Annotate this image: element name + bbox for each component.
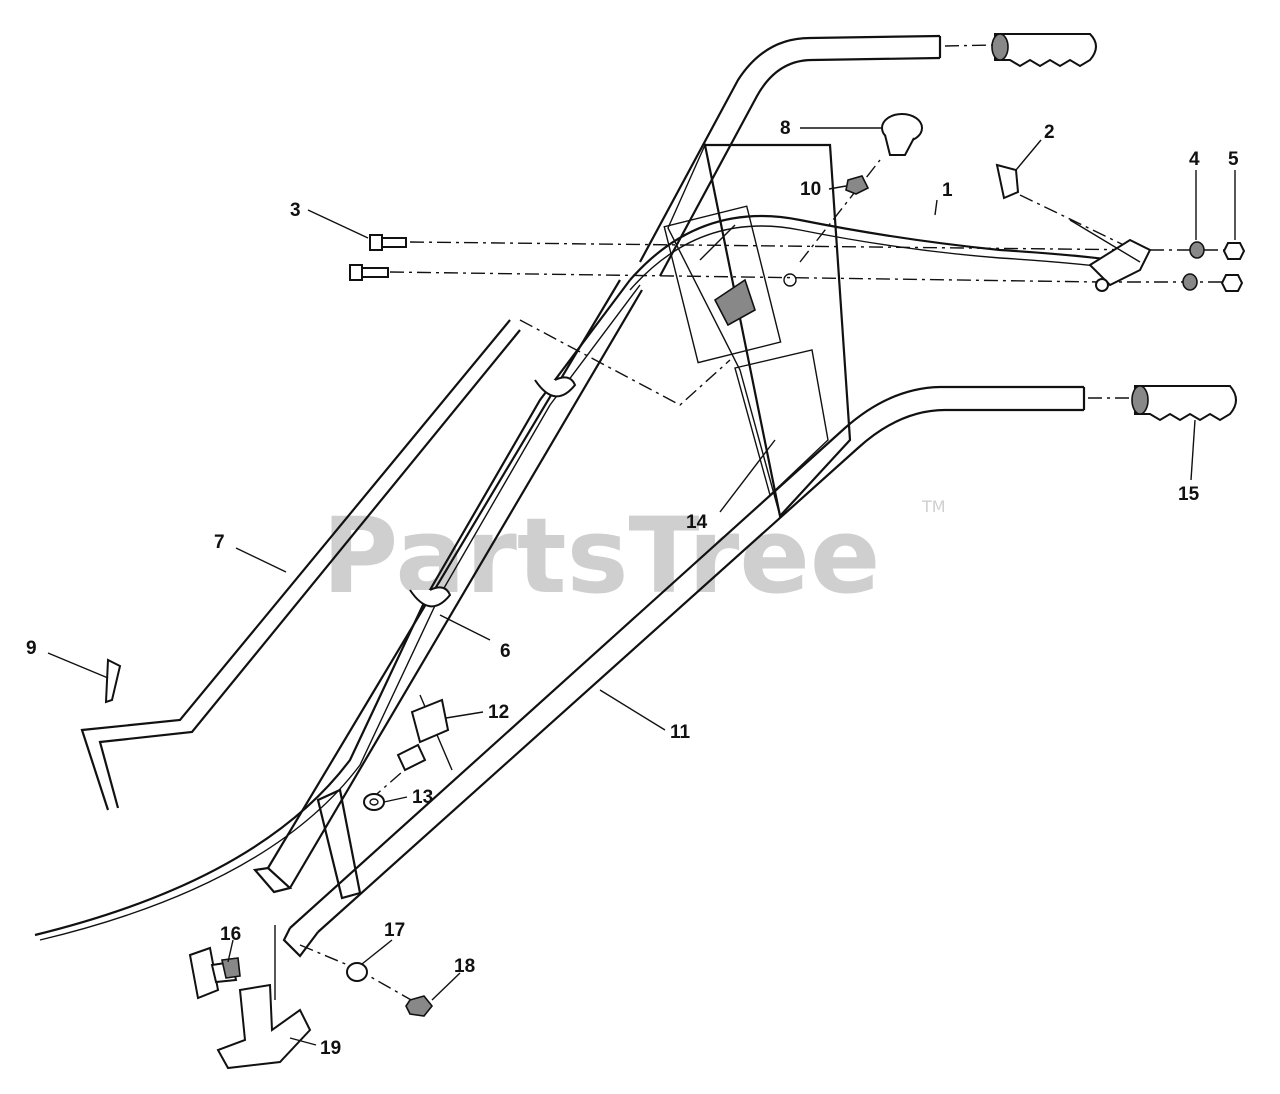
bracket-plate — [316, 788, 362, 900]
knob — [881, 113, 923, 156]
callout-3: 3 — [290, 200, 301, 221]
wing-bolt — [396, 694, 453, 772]
throttle-cable — [629, 214, 1129, 291]
callout-11: 11 — [670, 722, 691, 743]
cable-clips — [409, 376, 577, 608]
grip-upper — [991, 33, 1097, 68]
screws-3 — [349, 234, 407, 281]
callout-12: 12 — [488, 702, 509, 723]
callout-17: 17 — [384, 920, 405, 941]
watermark-tm: TM — [921, 497, 946, 516]
nuts-4-5 — [1182, 241, 1246, 292]
callout-13: 13 — [412, 787, 433, 808]
nut-10 — [845, 175, 870, 195]
control-panel — [663, 142, 852, 519]
callout-18: 18 — [454, 956, 475, 977]
callout-15: 15 — [1178, 484, 1200, 505]
grip-lower — [1131, 385, 1237, 422]
bracket-19 — [216, 925, 312, 1070]
hairpin-clip — [104, 658, 122, 704]
upper-handle-tube — [639, 34, 942, 277]
long-cable — [34, 279, 641, 941]
nut-18 — [405, 995, 434, 1017]
callout-labels: 1 2 3 4 5 6 7 8 9 10 11 12 13 14 15 16 1… — [26, 118, 1239, 1059]
washer-17 — [346, 962, 368, 982]
leader-lines — [47, 127, 1236, 1046]
callout-2: 2 — [1044, 122, 1055, 143]
throttle-lever — [995, 163, 1152, 292]
callout-16: 16 — [220, 924, 241, 945]
callout-7: 7 — [214, 532, 225, 553]
callout-4: 4 — [1189, 149, 1200, 170]
callout-5: 5 — [1228, 149, 1239, 170]
shift-rod — [80, 319, 521, 811]
callout-19: 19 — [320, 1038, 341, 1059]
callout-8: 8 — [780, 118, 791, 139]
callout-10: 10 — [800, 179, 821, 200]
callout-14: 14 — [686, 512, 708, 533]
bracket-16 — [188, 946, 241, 1000]
watermark-text: PartsTree — [322, 495, 880, 617]
callout-9: 9 — [26, 638, 37, 659]
washer-13 — [363, 793, 385, 811]
callout-1: 1 — [942, 180, 953, 201]
callout-6: 6 — [500, 641, 511, 662]
